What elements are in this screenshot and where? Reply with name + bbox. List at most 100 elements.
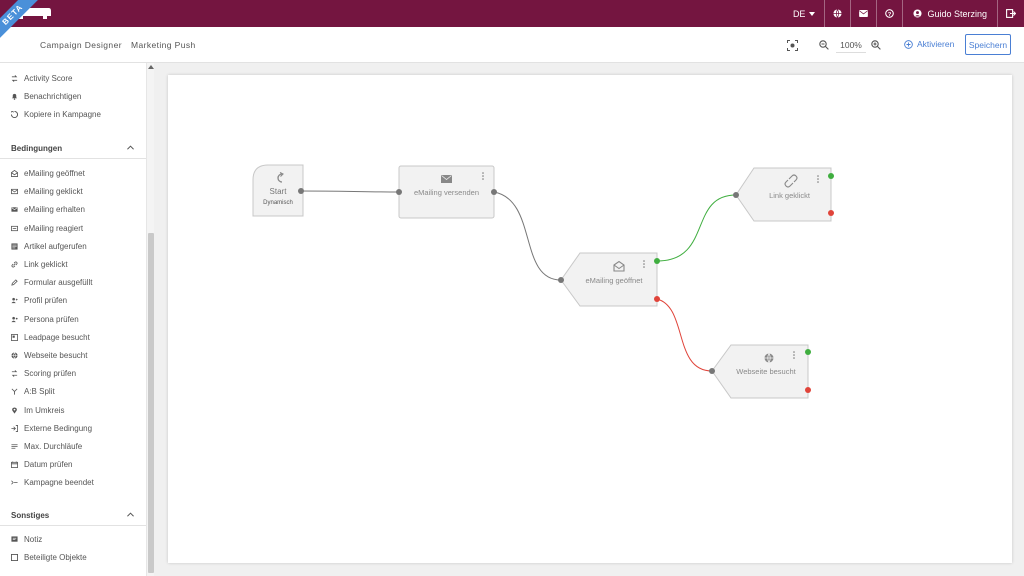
calendar-icon <box>11 461 18 469</box>
node-webseite-besucht[interactable] <box>709 344 811 399</box>
designer-header: Campaign Designer Marketing Push 100% Ak… <box>0 27 1024 63</box>
section-title: Bedingungen <box>11 144 63 153</box>
sidebar-item-condition[interactable]: eMailing erhalten <box>11 205 85 214</box>
sidebar-item-condition[interactable]: Artikel aufgerufen <box>11 242 87 251</box>
tab-campaign-designer[interactable]: Campaign Designer <box>40 40 122 50</box>
port-link-in[interactable] <box>733 192 739 198</box>
sidebar-item-label: Max. Durchläufe <box>24 442 83 451</box>
node-emailing-versenden[interactable] <box>396 165 497 219</box>
port-link-no[interactable] <box>828 210 834 216</box>
section-bedingungen[interactable]: Bedingungen <box>0 139 146 159</box>
sidebar-item-condition[interactable]: Profil prüfen <box>11 296 67 305</box>
scrollbar-thumb[interactable] <box>148 233 154 573</box>
zoom-level-input[interactable]: 100% <box>836 37 866 53</box>
logo-icon[interactable] <box>13 6 53 21</box>
activate-label: Aktivieren <box>917 39 955 49</box>
sidebar-item-condition[interactable]: Im Umkreis <box>11 406 64 415</box>
top-bar: DE ? Guido Sterzing <box>0 0 1024 27</box>
sidebar-item-condition[interactable]: Webseite besucht <box>11 351 87 360</box>
sidebar-item-notiz[interactable]: Notiz <box>11 535 42 544</box>
port-web-yes[interactable] <box>805 349 811 355</box>
sidebar-item-condition[interactable]: eMailing reagiert <box>11 224 83 233</box>
sidebar-item-label: Link geklickt <box>24 260 68 269</box>
scoring-icon <box>11 370 18 378</box>
node-link-label: Link geklickt <box>769 191 810 200</box>
port-send-in[interactable] <box>396 189 402 195</box>
sidebar-item-label: Profil prüfen <box>24 296 68 306</box>
sidebar-item-label: Beteiligte Objekte <box>24 553 87 562</box>
port-opened-in[interactable] <box>558 277 564 283</box>
sidebar-item-condition[interactable]: Formular ausgefüllt <box>11 278 92 287</box>
mail-open-icon <box>613 260 625 272</box>
node-opened-label: eMailing geöffnet <box>585 276 643 285</box>
sidebar-item-label: Formular ausgefüllt <box>24 278 93 288</box>
tab-marketing-push[interactable]: Marketing Push <box>131 40 196 50</box>
sidebar-item-condition[interactable]: eMailing geklickt <box>11 187 83 196</box>
port-web-in[interactable] <box>709 368 715 374</box>
connection-start-send[interactable] <box>297 190 400 193</box>
port-start-out[interactable] <box>298 188 304 194</box>
logout-button[interactable] <box>997 0 1024 27</box>
more-vert-icon[interactable] <box>643 260 645 268</box>
sidebar-item-condition[interactable]: Persona prüfen <box>11 315 79 324</box>
sidebar-item-label: eMailing erhalten <box>24 205 85 215</box>
sidebar-item-condition[interactable]: Leadpage besucht <box>11 333 90 342</box>
scroll-up-arrow-icon[interactable] <box>148 65 154 69</box>
chevron-up-icon <box>127 145 134 150</box>
sidebar-item-kopiere[interactable]: Kopiere in Kampagne <box>11 110 101 119</box>
more-vert-icon[interactable] <box>793 351 795 359</box>
more-vert-icon[interactable] <box>482 172 484 180</box>
sidebar-scrollbar[interactable] <box>146 63 154 576</box>
sidebar-item-condition[interactable]: Kampagne beendet <box>11 478 94 487</box>
node-start[interactable] <box>252 164 304 217</box>
sidebar-item-condition[interactable]: Scoring prüfen <box>11 369 76 378</box>
help-button[interactable]: ? <box>876 0 902 27</box>
port-link-yes[interactable] <box>828 173 834 179</box>
mail-button[interactable] <box>850 0 876 27</box>
sidebar-item-activity-score[interactable]: Activity Score <box>11 74 72 83</box>
connection-send-opened[interactable] <box>493 191 562 281</box>
user-name: Guido Sterzing <box>927 8 987 19</box>
connection-opened-link-yes[interactable] <box>656 194 737 262</box>
sidebar-item-condition[interactable]: Datum prüfen <box>11 460 72 469</box>
mail-reacted-icon <box>11 225 18 231</box>
node-send-label: eMailing versenden <box>413 188 480 197</box>
save-button[interactable]: Speichern <box>965 34 1011 55</box>
zoom-in-button[interactable] <box>870 36 882 54</box>
zoom-out-button[interactable] <box>818 36 830 54</box>
sidebar-item-condition[interactable]: Max. Durchläufe <box>11 442 82 451</box>
sidebar-item-condition[interactable]: Externe Bedingung <box>11 424 92 433</box>
activity-score-icon <box>11 75 18 82</box>
port-opened-yes[interactable] <box>654 258 660 264</box>
connection-opened-web-no[interactable] <box>656 298 713 372</box>
flow-canvas[interactable]: Start Dynamisch eMailing versenden eMail… <box>168 75 1012 563</box>
fit-to-screen-button[interactable] <box>786 36 798 54</box>
mail-icon <box>859 10 869 17</box>
sidebar-item-label: Artikel aufgerufen <box>24 241 87 251</box>
port-web-no[interactable] <box>805 387 811 393</box>
external-icon <box>11 424 18 432</box>
activate-button[interactable]: Aktivieren <box>904 39 954 49</box>
leadpage-icon <box>11 333 18 341</box>
sidebar-item-label: A:B Split <box>24 387 55 397</box>
sidebar-item-benachrichtigen[interactable]: Benachrichtigen <box>11 92 81 101</box>
sidebar-item-condition[interactable]: Link geklickt <box>11 260 68 269</box>
globe-button[interactable] <box>824 0 850 27</box>
sidebar-item-condition[interactable]: A:B Split <box>11 387 55 396</box>
node-link-geklickt[interactable] <box>733 167 834 222</box>
sidebar-item-condition[interactable]: eMailing geöffnet <box>11 169 85 178</box>
user-menu[interactable]: Guido Sterzing <box>902 0 997 27</box>
port-opened-no[interactable] <box>654 296 660 302</box>
max-runs-icon <box>11 444 18 449</box>
profile-icon <box>11 298 18 304</box>
element-sidebar: Activity Score Benachrichtigen Kopiere i… <box>0 63 146 576</box>
language-selector[interactable]: DE <box>793 0 825 27</box>
port-send-out[interactable] <box>491 189 497 195</box>
node-emailing-geoeffnet[interactable] <box>558 252 660 307</box>
section-sonstiges[interactable]: Sonstiges <box>0 506 146 526</box>
sidebar-item-label: Kopiere in Kampagne <box>24 110 101 119</box>
globe-icon <box>764 353 774 363</box>
more-vert-icon[interactable] <box>817 175 819 183</box>
sidebar-item-beteiligte-objekte[interactable]: Beteiligte Objekte <box>11 553 87 562</box>
mail-received-icon <box>11 207 18 213</box>
